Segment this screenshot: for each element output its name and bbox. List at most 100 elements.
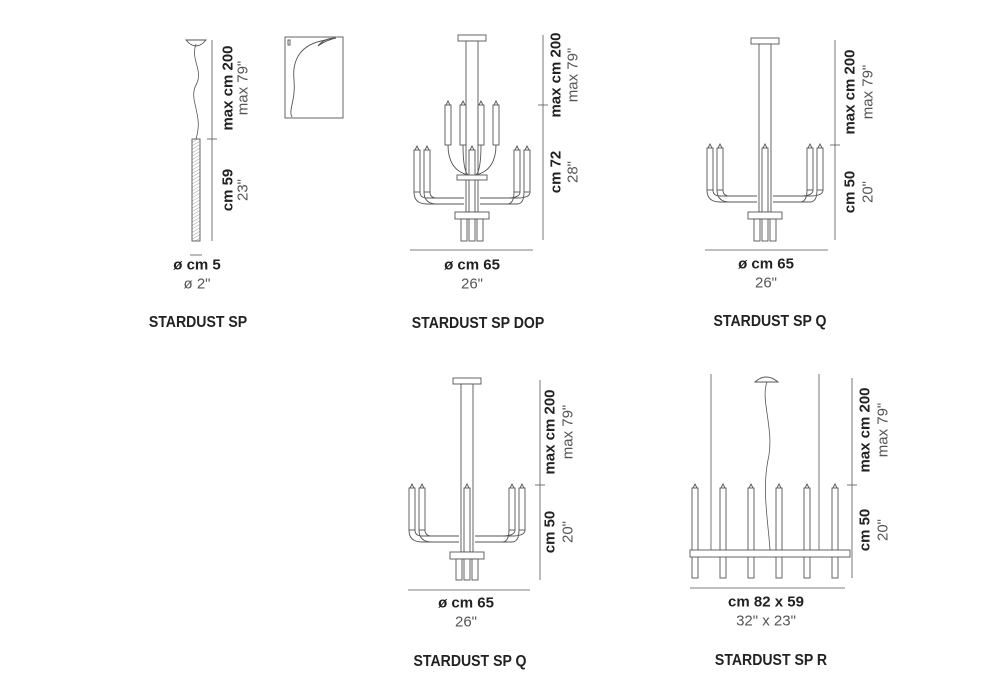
upper-arm-tube [459,104,467,146]
upper-arm-tube [477,104,485,146]
arm-curve [475,529,520,543]
body-cm-label: cm 50 [841,170,859,214]
bulb-tip [762,142,768,149]
canopy [753,376,780,383]
height-in-label: max 79" [234,60,252,116]
bulb-tip [460,99,466,106]
glass-tube [691,487,699,579]
arm-tube [806,147,814,191]
arm-curve [423,191,464,205]
bulb-tip [519,482,525,489]
arm-tube [408,487,416,531]
bottom-tube [476,218,484,242]
arm-tube [523,149,531,193]
canopy [750,37,780,45]
bulb-tip [524,144,530,151]
width-cm-label: ø cm 65 [444,256,500,274]
center-tube [761,147,769,213]
arm-curve [419,191,464,199]
bottom-tube [753,218,761,242]
upper-arm-curve [462,144,469,176]
arm-tube [418,487,426,531]
glass-tube [775,487,783,579]
arm-curve [773,189,818,203]
bottom-tube [468,218,476,242]
canopy [452,377,482,385]
bulb-tip [804,482,810,489]
width-in-label: ø 2" [183,275,211,293]
product-title: STARDUST SP DOP [411,315,545,332]
bulb-tip [720,482,726,489]
canopy [185,39,207,47]
height-in-label: max 79" [874,402,892,458]
arm-curve [424,529,459,537]
cable [764,381,771,551]
body-in-label: 28" [564,160,582,184]
height-in-label: max 79" [859,64,877,120]
width-in-label: 32" x 23" [736,612,796,630]
bulb-tip [832,482,838,489]
bottom-tube [455,558,463,581]
upper-arm-curve [475,144,482,176]
arm-tube [513,149,521,193]
bulb-tip [469,144,475,151]
arm-tube [423,149,431,193]
center-tube [463,487,471,553]
bulb-tip [817,142,823,149]
arm-tube [518,487,526,531]
width-in-label: 26" [454,613,478,631]
ring [747,211,783,220]
body-cm-label: cm 50 [856,508,874,552]
height-in-label: max 79" [564,47,582,103]
upper-arm-curve [447,144,469,176]
arm-curve [414,529,459,537]
body-cm-label: cm 50 [541,510,559,554]
bulb-tip [717,142,723,149]
bulb-tip [514,144,520,151]
arm-tube [508,487,516,531]
height-in-label: max 79" [559,404,577,460]
arm-curve [773,189,824,197]
bulb-tip [424,144,430,151]
canopy [457,34,487,42]
inset-cable [290,39,327,118]
arm-curve [480,191,525,205]
arm-tube [706,147,714,191]
bar [689,549,851,558]
inset-frame [284,36,344,119]
bottom-tube [463,558,471,581]
arm-tube [816,147,824,191]
arm-curve [475,529,526,537]
width-in-label: 26" [754,274,778,292]
cable [193,43,199,140]
arm-curve [408,529,459,543]
arm-curve [712,189,757,197]
body-cm-label: cm 72 [547,150,565,194]
glass-tube [719,487,727,579]
glass-tube [747,487,755,579]
body-in-label: 20" [559,520,577,544]
height-cm-label: max cm 200 [547,32,565,118]
ring [454,211,490,220]
bulb-tip [748,482,754,489]
width-cm-label: cm 82 x 59 [728,593,804,611]
product-title: STARDUST SP Q [413,653,527,670]
bulb-tip [419,482,425,489]
bulb-tip [692,482,698,489]
width-cm-label: ø cm 5 [173,256,221,274]
arm-tube [716,147,724,191]
upper-ring [456,174,488,181]
arm-curve [413,191,464,205]
bottom-tube [761,218,769,242]
arm-tube [413,149,421,193]
width-in-label: 26" [460,275,484,293]
arm-curve [429,191,464,199]
bulb-tip [807,142,813,149]
width-cm-label: ø cm 65 [438,594,494,612]
bulb-tip [445,99,451,106]
bottom-tube [769,218,777,242]
arm-curve [706,189,757,203]
arm-curve [418,529,459,543]
height-cm-label: max cm 200 [856,387,874,473]
